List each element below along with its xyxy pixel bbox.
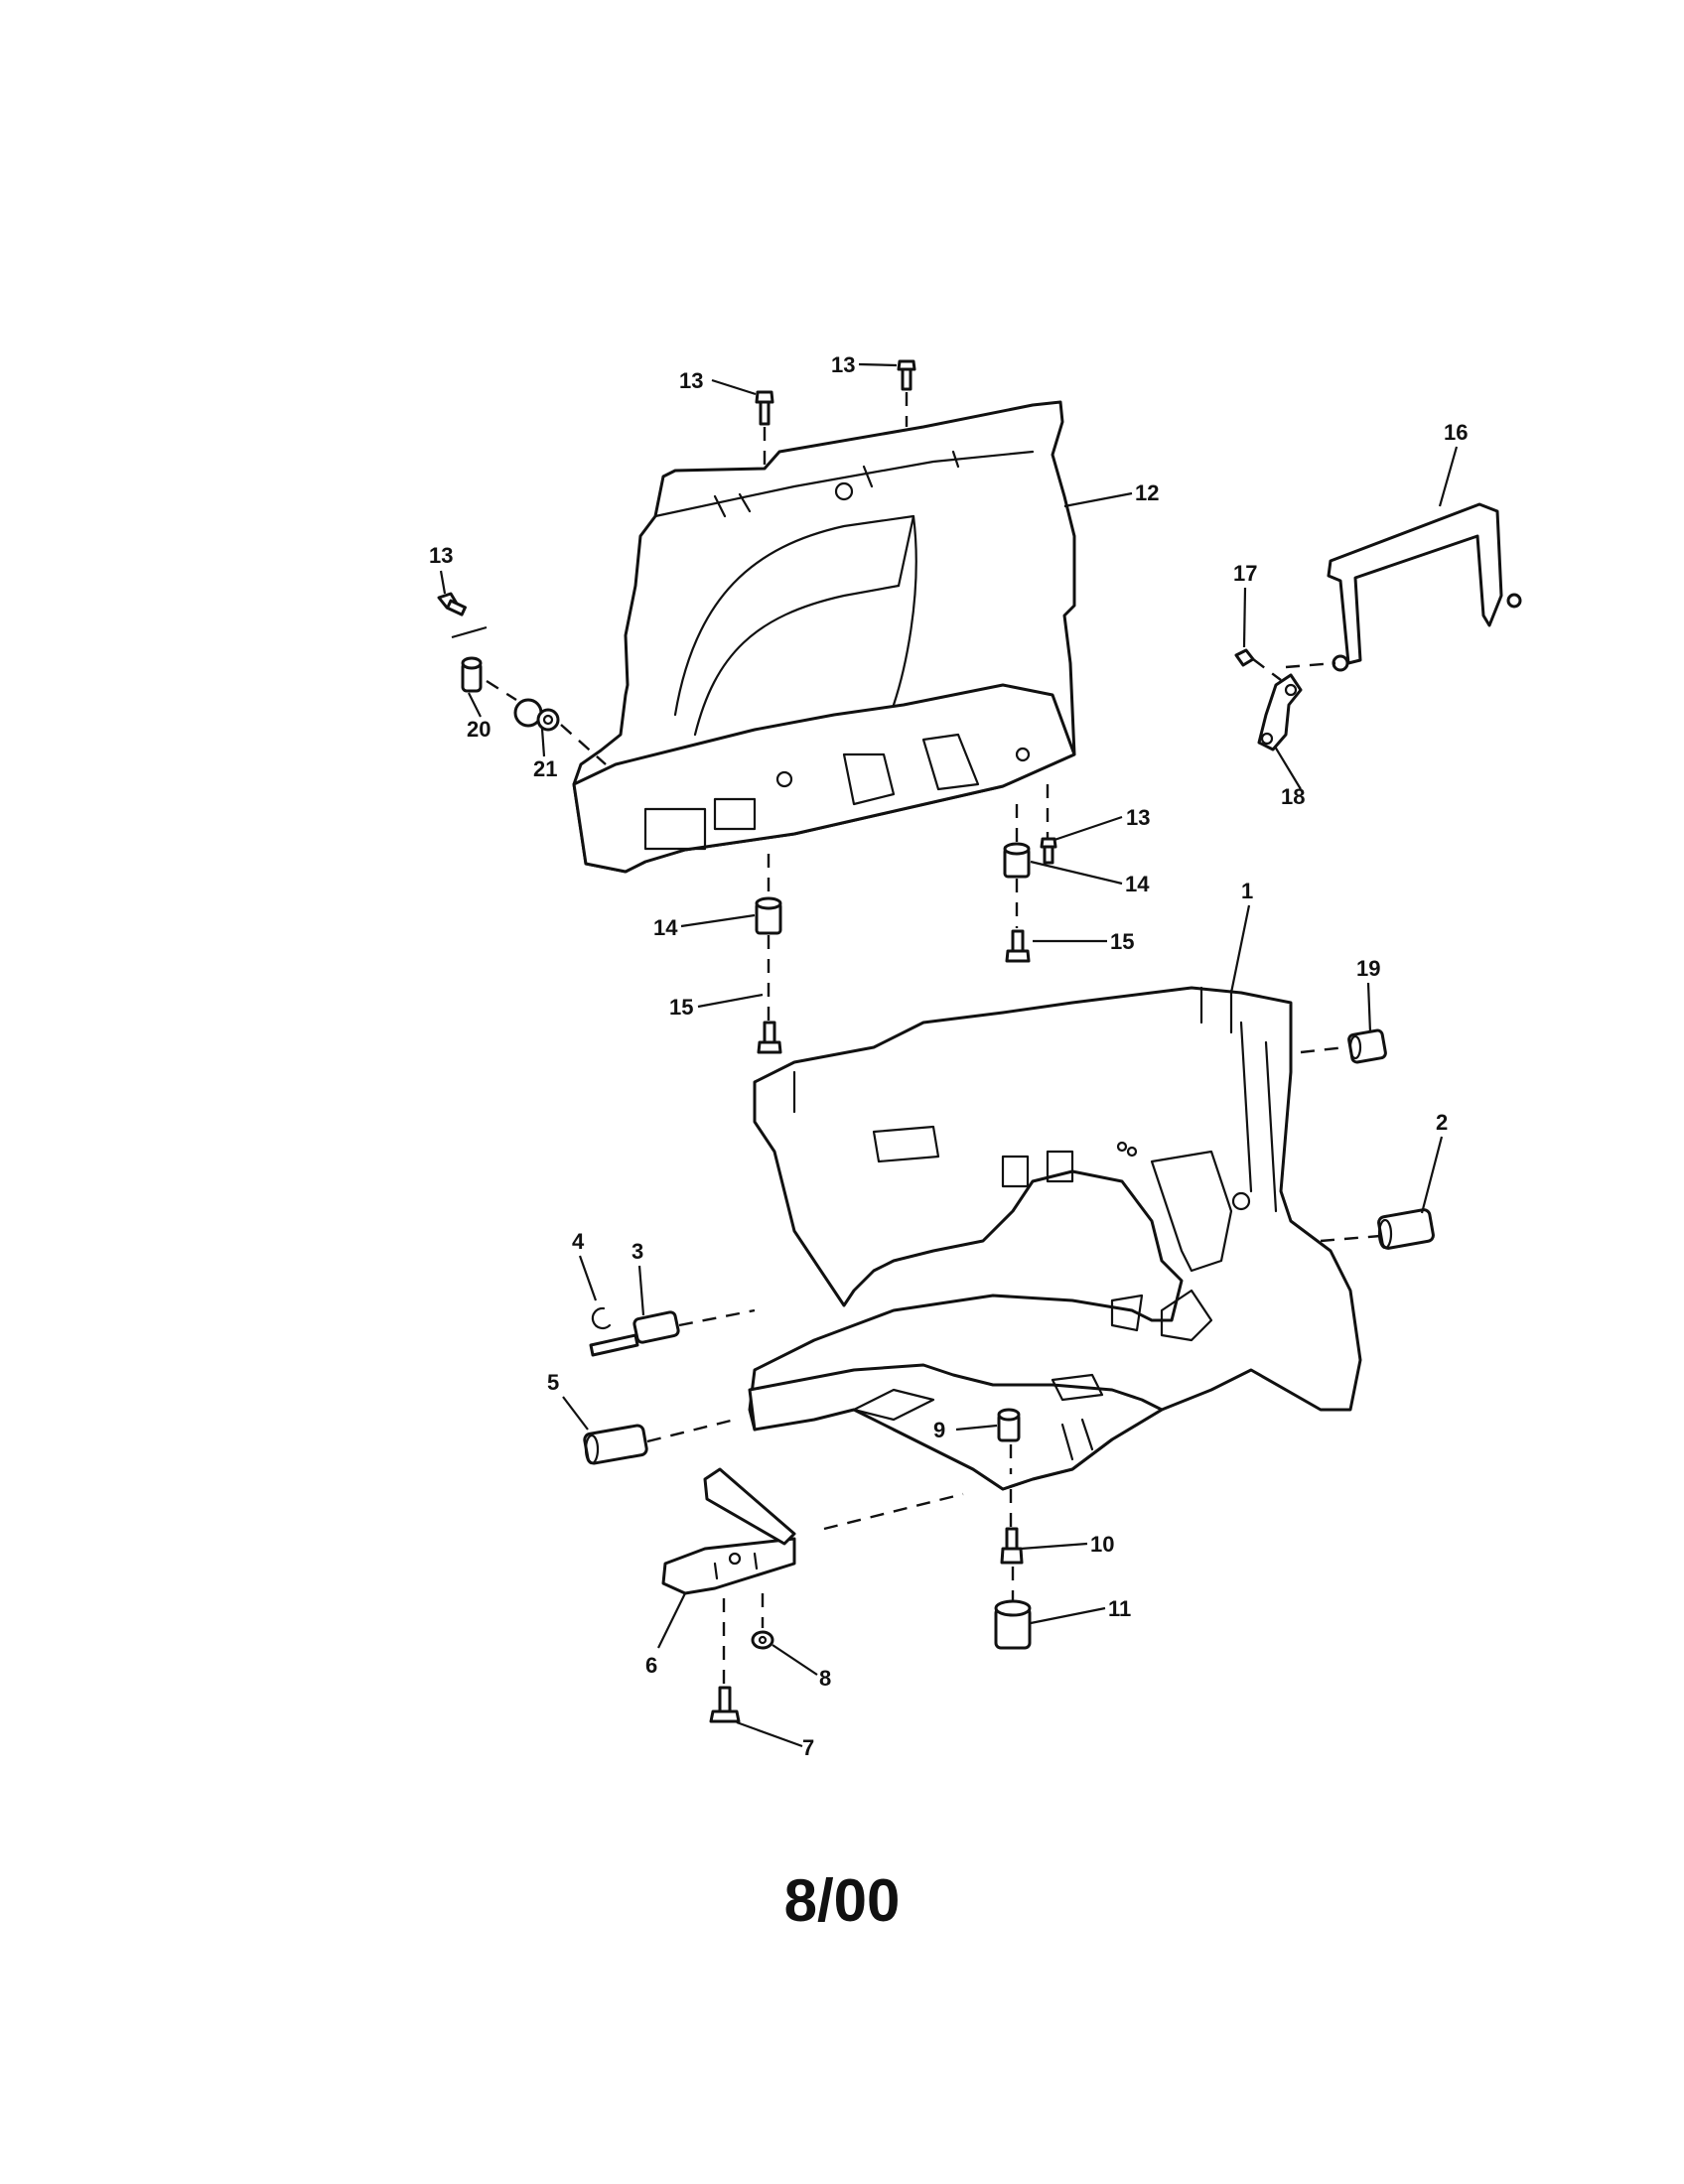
- part-2-sleeve: [1377, 1208, 1435, 1250]
- part-4-e-clip: [591, 1306, 612, 1330]
- part-8-washer: [751, 1630, 774, 1650]
- part-14-spacer-right: [1003, 842, 1031, 879]
- callout-13-left: 13: [429, 543, 453, 568]
- callout-13-right: 13: [1126, 805, 1150, 830]
- callout-6: 6: [645, 1653, 657, 1678]
- part-13-screw-left: [437, 592, 467, 616]
- part-15-screw-right: [1005, 929, 1031, 963]
- part-18-lever-link: [1257, 673, 1303, 751]
- part-3-shaft: [589, 1310, 680, 1357]
- callout-12: 12: [1135, 480, 1159, 505]
- callout-3: 3: [632, 1239, 643, 1264]
- callout-18: 18: [1281, 784, 1305, 809]
- callout-17: 17: [1233, 561, 1257, 586]
- part-19-sleeve: [1347, 1028, 1387, 1064]
- callout-15-right: 15: [1110, 929, 1134, 954]
- part-20-pin: [461, 656, 483, 693]
- part-17-clip: [1234, 648, 1255, 667]
- part-13-screw-right: [1040, 837, 1057, 865]
- callout-21: 21: [533, 756, 557, 781]
- callout-labels: 1 2 3 4 5 6 7 8 9 10 11 12 13 13 13 13 1…: [429, 352, 1468, 1760]
- callout-1: 1: [1241, 879, 1253, 903]
- callout-10: 10: [1090, 1532, 1114, 1557]
- part-11-foot: [994, 1599, 1032, 1650]
- callout-4: 4: [572, 1229, 585, 1254]
- callout-14-left: 14: [653, 915, 678, 940]
- part-9-spacer: [997, 1408, 1021, 1442]
- page-code: 8/00: [783, 1867, 901, 1934]
- part-21-bushing: [513, 698, 560, 732]
- callout-9: 9: [933, 1418, 945, 1442]
- callout-14-right: 14: [1125, 872, 1150, 896]
- callout-16: 16: [1444, 420, 1468, 445]
- callout-20: 20: [467, 717, 491, 742]
- assembly-lines: [451, 392, 1381, 1686]
- part-1-main-frame: [748, 986, 1362, 1491]
- callout-13-top-b: 13: [831, 352, 855, 377]
- callout-8: 8: [819, 1666, 831, 1691]
- callout-5: 5: [547, 1370, 559, 1395]
- callout-19: 19: [1356, 956, 1380, 981]
- part-13-screw-top-b: [897, 359, 916, 391]
- callout-15-left: 15: [669, 995, 693, 1020]
- part-10-screw: [1000, 1527, 1024, 1565]
- callout-11: 11: [1108, 1596, 1131, 1621]
- part-15-screw-left: [757, 1021, 782, 1054]
- part-6-foot-bracket: [661, 1467, 796, 1595]
- leader-lines: [439, 362, 1459, 1748]
- part-7-screw: [709, 1686, 741, 1723]
- callout-2: 2: [1436, 1110, 1448, 1135]
- part-13-screw-top-a: [755, 390, 774, 426]
- callout-13-top-a: 13: [679, 368, 703, 393]
- part-12-cover: [572, 400, 1076, 874]
- part-14-spacer-left: [755, 896, 782, 935]
- callout-7: 7: [802, 1735, 814, 1760]
- part-16-handle-bracket: [1327, 502, 1522, 672]
- part-5-bushing: [583, 1424, 648, 1465]
